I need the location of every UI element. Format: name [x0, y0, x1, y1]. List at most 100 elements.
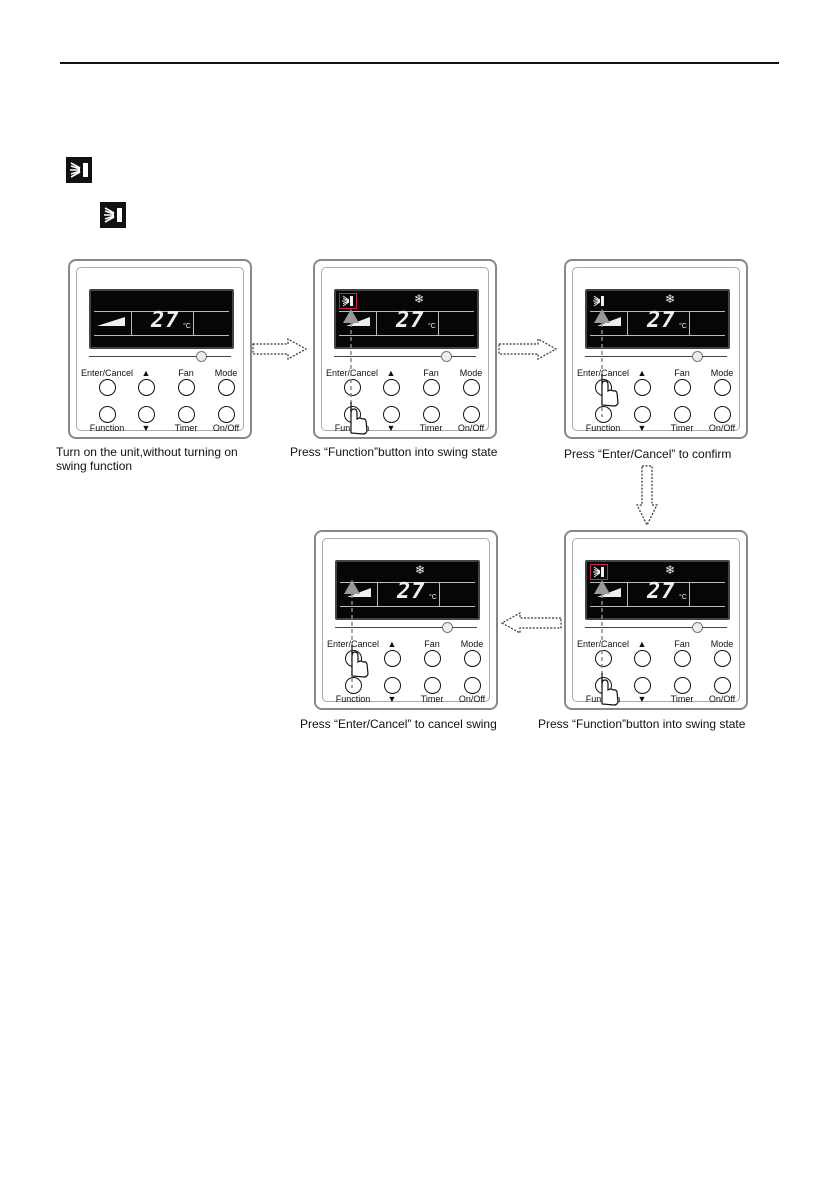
- remote-panel-2: ❄ 27 °C Enter/Cancel ▲ Fan Mode Function…: [313, 259, 497, 439]
- mode-button[interactable]: [463, 379, 480, 396]
- flow-arrow-right-icon: [252, 337, 308, 361]
- temperature-value: 27: [397, 579, 426, 604]
- function-button[interactable]: [595, 406, 612, 423]
- mode-label: Mode: [710, 368, 734, 378]
- up-button[interactable]: [138, 379, 155, 396]
- lcd-screen: ❄ 27 °C: [585, 560, 730, 620]
- function-label: Function: [89, 423, 125, 433]
- hand-pointer-icon: [601, 374, 619, 407]
- hand-pointer-icon: [601, 673, 619, 706]
- timer-button[interactable]: [424, 677, 441, 694]
- timer-button[interactable]: [423, 406, 440, 423]
- caption-step-4: Press “Function”button into swing state: [538, 717, 746, 731]
- down-button[interactable]: [383, 406, 400, 423]
- up-button[interactable]: [383, 379, 400, 396]
- mode-button[interactable]: [218, 379, 235, 396]
- snowflake-icon: ❄: [414, 292, 425, 306]
- fan-button[interactable]: [674, 379, 691, 396]
- swing-icon: [339, 293, 357, 309]
- fan-button[interactable]: [674, 650, 691, 667]
- fan-label: Fan: [178, 368, 194, 378]
- flow-arrow-left-icon: [500, 611, 562, 635]
- mode-label: Mode: [459, 368, 483, 378]
- up-label: ▲: [386, 368, 396, 378]
- caption-step-5: Press “Enter/Cancel” to cancel swing: [300, 717, 497, 731]
- function-label: Function: [585, 423, 621, 433]
- flow-arrow-down-icon: [636, 465, 658, 527]
- timer-label: Timer: [174, 423, 198, 433]
- enter-cancel-label: Enter/Cancel: [576, 368, 630, 378]
- onoff-button[interactable]: [463, 406, 480, 423]
- enter-cancel-button[interactable]: [344, 379, 361, 396]
- mode-label: Mode: [710, 639, 734, 649]
- enter-cancel-button[interactable]: [99, 379, 116, 396]
- fan-button[interactable]: [178, 379, 195, 396]
- up-button[interactable]: [634, 650, 651, 667]
- up-label: ▲: [637, 639, 647, 649]
- remote-panel-5: ❄ 27 °C Enter/Cancel ▲ Fan Mode Function…: [564, 530, 748, 710]
- enter-cancel-label: Enter/Cancel: [326, 639, 380, 649]
- swing-icon: [100, 202, 126, 228]
- remote-panel-3: ❄ 27 °C Enter/Cancel ▲ Fan Mode Function…: [564, 259, 748, 439]
- function-button[interactable]: [99, 406, 116, 423]
- onoff-button[interactable]: [714, 406, 731, 423]
- swing-icon: [66, 157, 92, 183]
- function-button[interactable]: [345, 677, 362, 694]
- down-label: ▼: [141, 423, 151, 433]
- down-label: ▼: [637, 423, 647, 433]
- timer-label: Timer: [419, 423, 443, 433]
- down-button[interactable]: [138, 406, 155, 423]
- up-label: ▲: [141, 368, 151, 378]
- temperature-value: 27: [647, 579, 676, 604]
- onoff-label: On/Off: [708, 694, 736, 704]
- hand-pointer-icon: [350, 402, 368, 435]
- snowflake-icon: ❄: [665, 563, 676, 577]
- snowflake-icon: ❄: [415, 563, 426, 577]
- up-button[interactable]: [634, 379, 651, 396]
- snowflake-icon: ❄: [665, 292, 676, 306]
- swing-icon: [590, 564, 608, 580]
- enter-cancel-label: Enter/Cancel: [325, 368, 379, 378]
- down-button[interactable]: [634, 406, 651, 423]
- timer-button[interactable]: [674, 406, 691, 423]
- temperature-unit: °C: [428, 323, 436, 330]
- up-label: ▲: [637, 368, 647, 378]
- enter-cancel-button[interactable]: [595, 650, 612, 667]
- onoff-button[interactable]: [464, 677, 481, 694]
- mode-button[interactable]: [464, 650, 481, 667]
- hand-pointer-icon: [351, 645, 369, 678]
- onoff-label: On/Off: [457, 423, 485, 433]
- up-button[interactable]: [384, 650, 401, 667]
- down-button[interactable]: [384, 677, 401, 694]
- lcd-screen: 27 °C: [89, 289, 234, 349]
- mode-label: Mode: [460, 639, 484, 649]
- fan-speed-icon: [97, 317, 125, 326]
- down-label: ▼: [386, 423, 396, 433]
- caption-step-1-line-1: Turn on the unit,without turning on: [56, 445, 238, 459]
- timer-button[interactable]: [674, 677, 691, 694]
- down-button[interactable]: [634, 677, 651, 694]
- temperature-unit: °C: [679, 323, 687, 330]
- enter-cancel-label: Enter/Cancel: [576, 639, 630, 649]
- fan-button[interactable]: [424, 650, 441, 667]
- temperature-unit: °C: [679, 594, 687, 601]
- onoff-label: On/Off: [458, 694, 486, 704]
- onoff-label: On/Off: [212, 423, 240, 433]
- timer-button[interactable]: [178, 406, 195, 423]
- mode-button[interactable]: [714, 379, 731, 396]
- up-label: ▲: [387, 639, 397, 649]
- mode-button[interactable]: [714, 650, 731, 667]
- onoff-label: On/Off: [708, 423, 736, 433]
- fan-label: Fan: [674, 639, 690, 649]
- temperature-value: 27: [647, 308, 676, 333]
- remote-panel-1: 27 °C Enter/Cancel ▲ Fan Mode Function ▼…: [68, 259, 252, 439]
- onoff-button[interactable]: [714, 677, 731, 694]
- caption-step-2: Press “Function”button into swing state: [290, 445, 498, 459]
- onoff-button[interactable]: [218, 406, 235, 423]
- timer-label: Timer: [670, 694, 694, 704]
- fan-button[interactable]: [423, 379, 440, 396]
- temperature-unit: °C: [183, 323, 191, 330]
- enter-cancel-label: Enter/Cancel: [80, 368, 134, 378]
- function-label: Function: [335, 694, 371, 704]
- mode-label: Mode: [214, 368, 238, 378]
